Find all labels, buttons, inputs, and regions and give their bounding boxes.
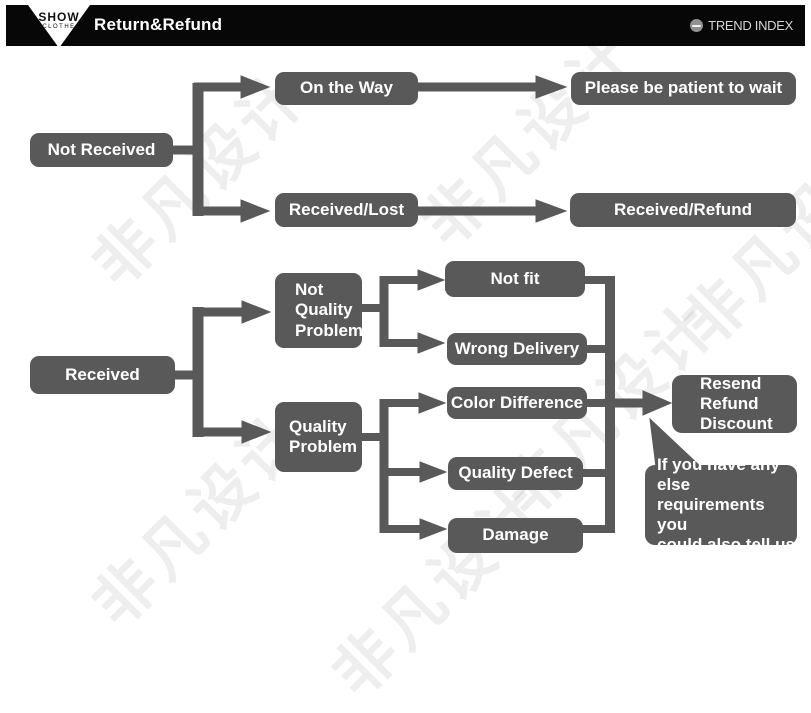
node-damage: Damage [448,518,583,553]
node-not-received: Not Received [30,133,173,167]
node-received: Received [30,356,175,394]
brand-logo-bottom-text: CLOTHE [42,24,76,30]
edges-not-received [170,75,568,223]
node-quality-defect: Quality Defect [448,457,583,490]
page-title: Return&Refund [94,15,223,34]
infographic-canvas: 非凡设计 非凡设计 非凡设计 非凡设计 非凡设计 非凡设计 SHOW CLOTH… [6,5,811,710]
edges-collector [581,276,673,533]
node-wrong-delivery: Wrong Delivery [447,333,587,365]
header-bar: SHOW CLOTHE Return&Refund TREND INDEX [6,5,805,48]
flow-connectors [170,75,703,540]
node-on-the-way: On the Way [275,72,418,105]
edges-quality-problem [360,392,448,540]
edges-received [172,300,272,444]
node-quality-problem: Quality Problem [275,402,362,472]
node-color-difference: Color Difference [447,387,587,419]
node-outcome: Resend Refund Discount [672,374,797,433]
node-not-quality-problem: Not Quality Problem [275,273,363,348]
speech-bubble-note: If you have any else requirements you co… [645,455,797,554]
node-received-lost: Received/Lost [275,193,418,227]
trend-index-icon [690,19,704,32]
trend-index-label: TREND INDEX [708,18,793,33]
node-not-fit: Not fit [445,261,585,297]
node-received-refund: Received/Refund [570,193,796,227]
trend-index-badge: TREND INDEX [690,18,793,33]
brand-logo-top-text: SHOW [38,10,80,24]
node-please-wait: Please be patient to wait [571,72,796,105]
edges-not-quality-problem [360,269,446,354]
